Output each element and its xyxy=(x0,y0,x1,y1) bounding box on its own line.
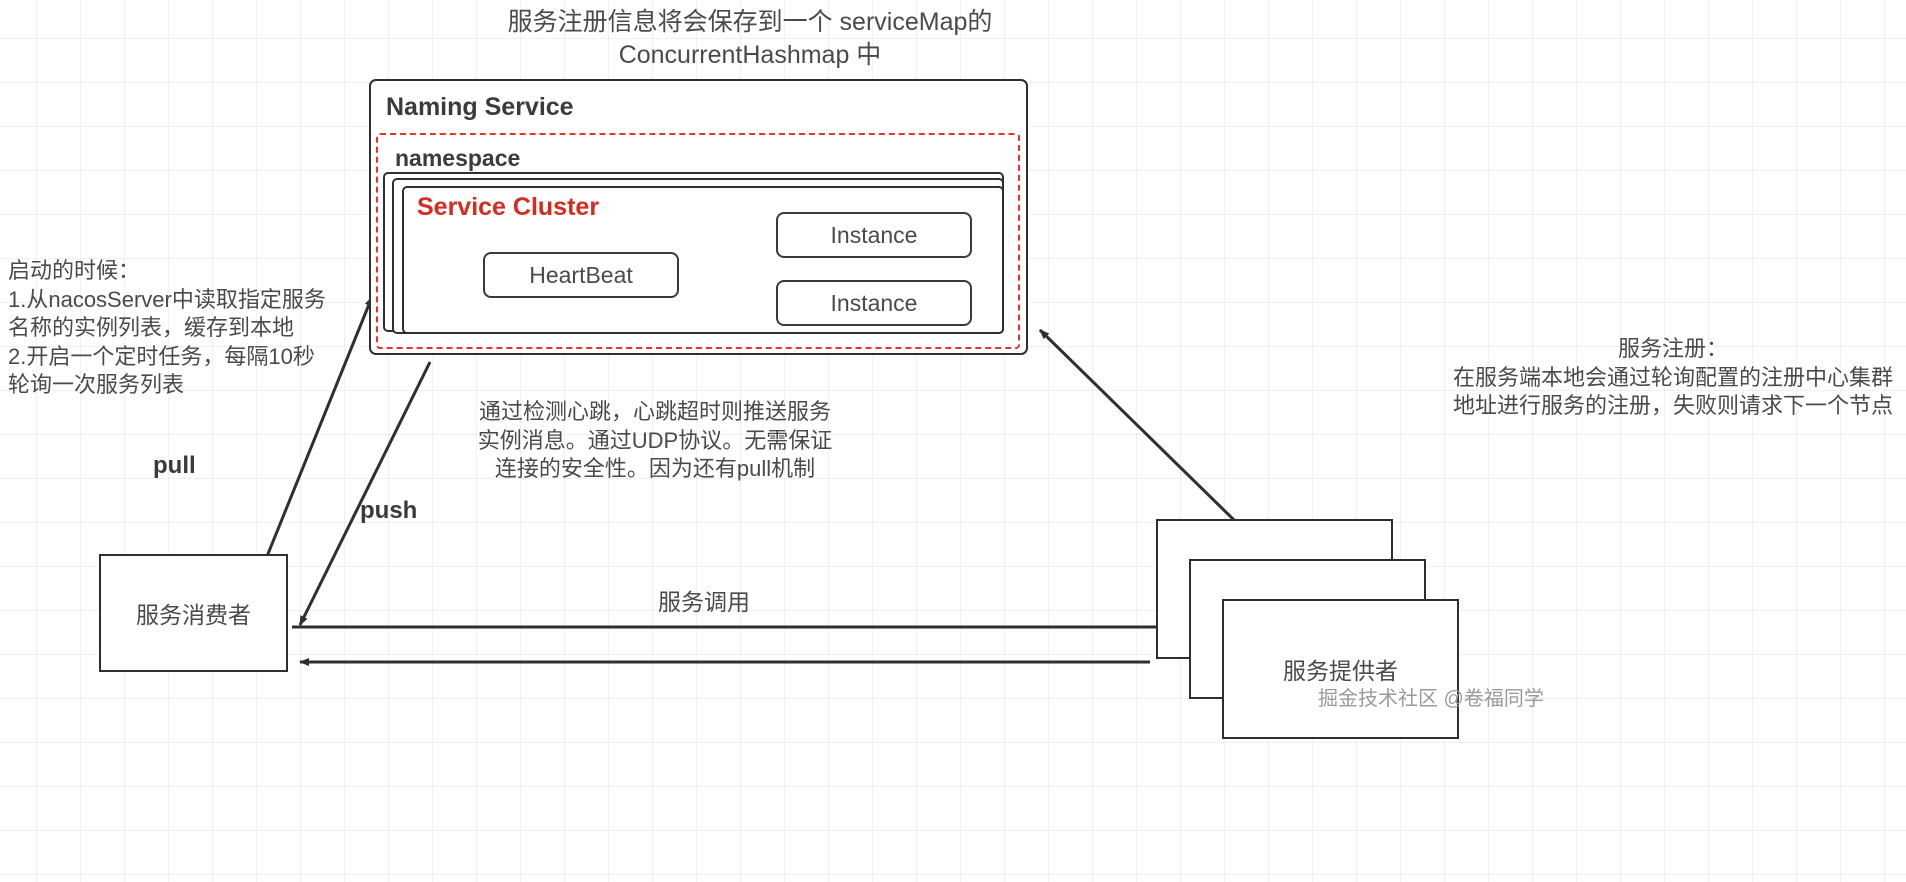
edge-label-pull: pull xyxy=(153,452,196,479)
edge-label-push: push xyxy=(360,497,418,524)
instance-label-2: Instance xyxy=(830,289,918,316)
service-provider-box[interactable]: 服务提供者 xyxy=(1222,599,1459,739)
instance-box-2[interactable]: Instance xyxy=(776,280,972,326)
push-detail-note: 通过检测心跳，心跳超时则推送服务 实例消息。通过UDP协议。无需保证 连接的安全… xyxy=(477,399,833,482)
service-cluster-label: Service Cluster xyxy=(417,193,600,221)
edge-label-invoke: 服务调用 xyxy=(658,589,750,615)
heartbeat-label: HeartBeat xyxy=(529,261,633,288)
service-consumer-label: 服务消费者 xyxy=(136,602,251,628)
arrow-push xyxy=(298,361,432,626)
naming-service-label: Naming Service xyxy=(386,93,574,121)
namespace-region xyxy=(376,133,1020,349)
service-provider-label: 服务提供者 xyxy=(1283,658,1398,684)
heartbeat-box[interactable]: HeartBeat xyxy=(483,252,679,298)
register-detail-note: 服务注册： 在服务端本地会通过轮询配置的注册中心集群 地址进行服务的注册，失败则… xyxy=(1452,336,1893,419)
instance-label-1: Instance xyxy=(830,221,918,248)
startup-note: 启动的时候： 1.从nacosServer中读取指定服务 名称的实例列表，缓存到… xyxy=(8,258,326,398)
namespace-label: namespace xyxy=(395,145,521,171)
title-note: 服务注册信息将会保存到一个 serviceMap的 ConcurrentHash… xyxy=(507,8,993,69)
instance-box-1[interactable]: Instance xyxy=(776,212,972,258)
service-consumer-box[interactable]: 服务消费者 xyxy=(99,554,288,672)
watermark: 掘金技术社区 @卷福同学 xyxy=(1318,688,1544,710)
